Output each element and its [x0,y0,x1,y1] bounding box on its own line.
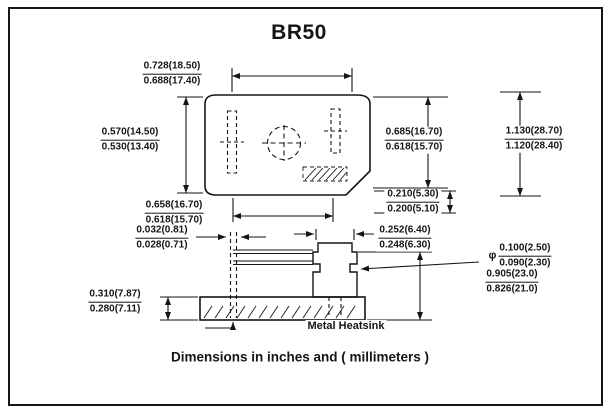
dim-value-max: 0.100(2.50) [498,243,552,257]
heatsink-hatch [203,305,356,319]
dim-value-max: 0.570(14.50) [100,127,160,141]
dim-value-min: 0.090(2.30) [499,257,551,269]
hatched-terminal [302,166,348,182]
dim-body-width: 0.252(6.40) 0.248(6.30) [376,224,434,252]
page-border [8,7,603,406]
dim-top-width: 0.728(18.50) 0.688(17.40) [140,60,204,88]
dim-value-min: 0.618(15.70) [385,141,443,153]
dim-value-max: 0.905(23.0) [485,269,539,283]
top-view [204,94,371,196]
package-outline [204,94,371,196]
dim-value-min: 0.618(15.70) [145,214,203,226]
stud-body [312,242,358,298]
dim-left-height: 0.570(14.50) 0.530(13.40) [98,126,162,154]
dim-value-min: 0.028(0.71) [136,239,188,251]
dim-value-max: 1.130(28.70) [504,126,564,140]
dim-value-max: 0.685(16.70) [384,127,444,141]
dim-value-min: 0.688(17.40) [143,75,201,87]
dim-value-max: 0.310(7.87) [88,289,142,303]
dim-fraction: 0.100(2.50) 0.090(2.30) [498,243,552,270]
dim-pin-thickness: 0.032(0.81) 0.028(0.71) [133,224,191,252]
dim-value-max: 0.728(18.50) [142,61,202,75]
heatsink [199,296,366,321]
dim-bottom-width: 0.658(16.70) 0.618(15.70) [142,199,206,227]
dim-value-max: 0.658(16.70) [144,200,204,214]
part-number-title: BR50 [271,21,327,44]
dim-value-min: 0.826(21.0) [486,283,538,295]
units-caption: Dimensions in inches and ( millimeters ) [170,349,430,365]
dim-value-min: 0.280(7.11) [89,303,141,315]
side-view-dimension-lines [160,229,480,330]
dim-value-min: 0.200(5.10) [387,203,439,215]
dim-value-min: 0.530(13.40) [101,141,159,153]
dim-heatsink-thickness: 0.310(7.87) 0.280(7.11) [86,288,144,316]
dim-total-height: 0.905(23.0) 0.826(21.0) [483,268,541,296]
side-view [199,232,366,321]
dim-pin-diameter: φ 0.100(2.50) 0.090(2.30) [486,242,554,270]
dim-value-max: 0.210(5.30) [386,189,440,203]
dim-value-max: 0.032(0.81) [135,225,189,239]
diameter-symbol-icon: φ [488,249,497,262]
dim-overall-height: 1.130(28.70) 1.120(28.40) [502,125,566,153]
heatsink-label: Metal Heatsink [305,320,387,332]
leads [233,249,313,266]
dim-right-height: 0.685(16.70) 0.618(15.70) [382,126,446,154]
dim-value-min: 1.120(28.40) [505,140,563,152]
dim-lead-offset: 0.210(5.30) 0.200(5.10) [384,188,442,216]
dim-value-max: 0.252(6.40) [378,225,432,239]
top-view-dimension-lines [177,68,541,222]
dim-value-min: 0.248(6.30) [379,239,431,251]
